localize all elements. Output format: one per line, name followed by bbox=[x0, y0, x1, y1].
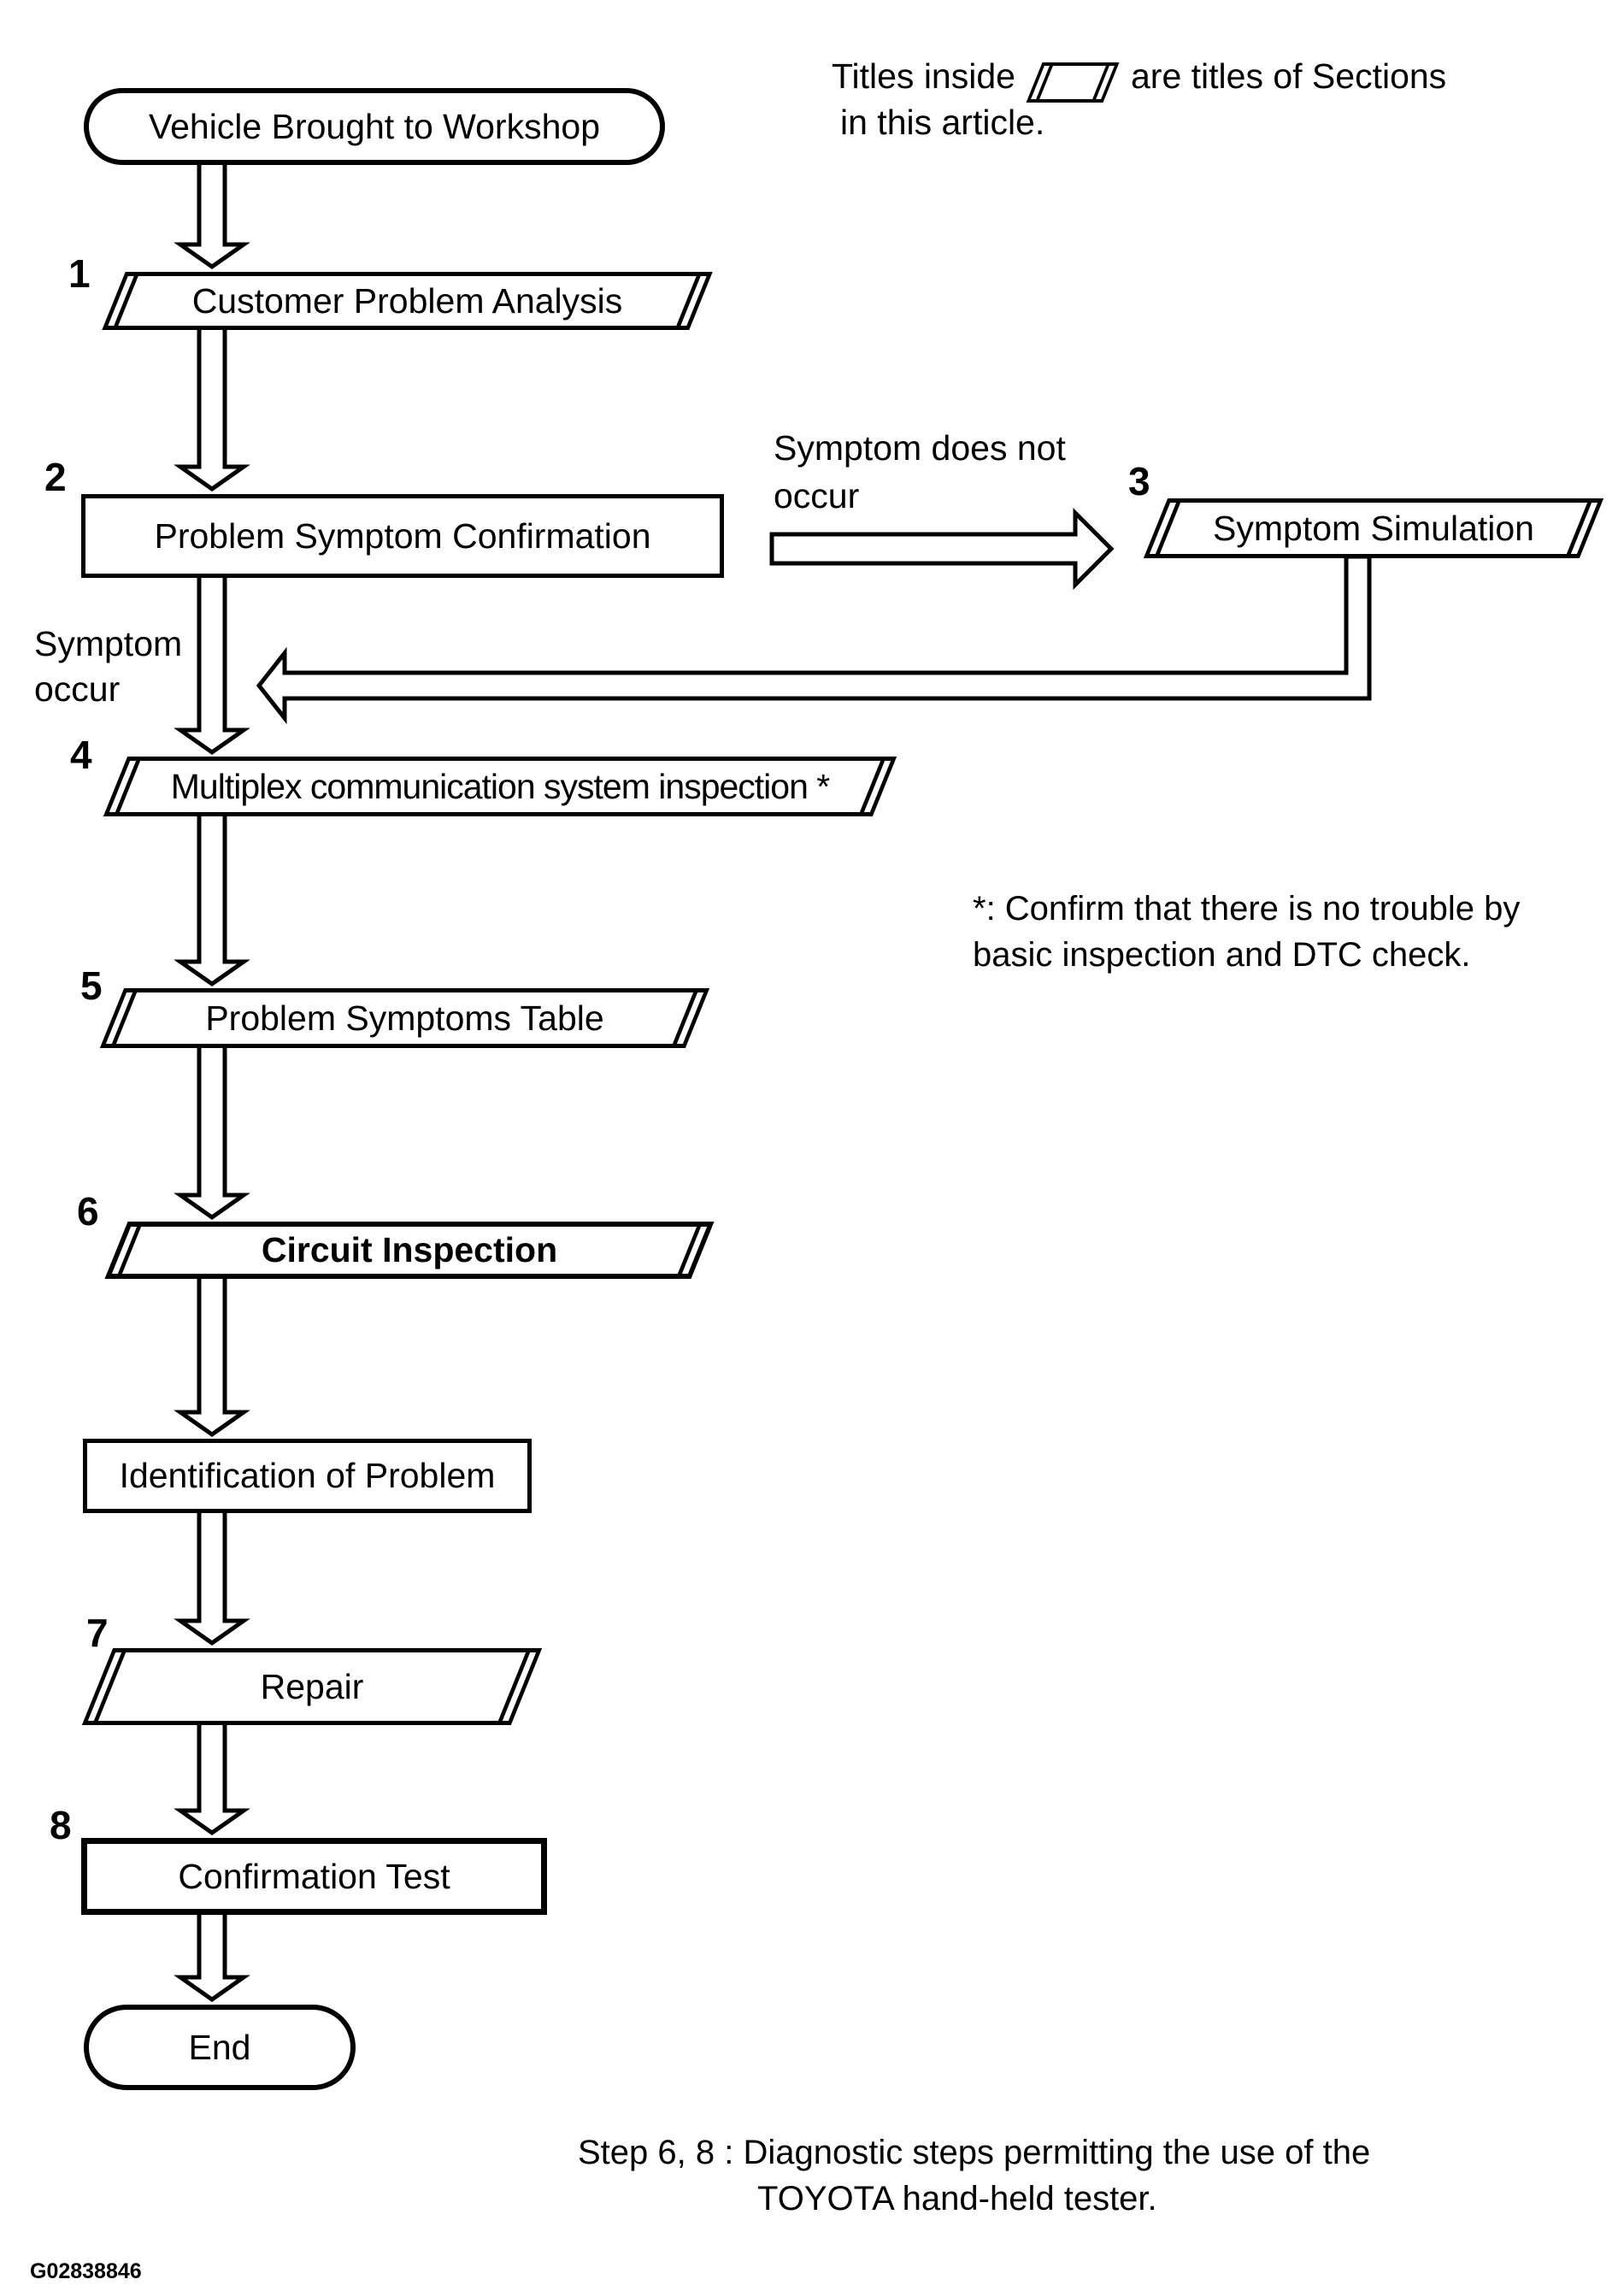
arrow-down-icon-7 bbox=[174, 1513, 250, 1646]
arrow-down-icon-9 bbox=[174, 1915, 250, 2003]
figure-caption-line2: TOYOTA hand-held tester. bbox=[757, 2180, 1157, 2217]
flow-node-identification-of-problem: Identification of Problem bbox=[83, 1439, 532, 1513]
arrow-right-symptom-not-occur-icon bbox=[769, 507, 1115, 591]
flow-node-start: Vehicle Brought to Workshop bbox=[84, 88, 665, 165]
step-number-8: 8 bbox=[50, 1803, 72, 1847]
flow-node-customer-problem-analysis: Customer Problem Analysis bbox=[102, 272, 713, 330]
arrow-down-icon-6 bbox=[174, 1279, 250, 1438]
flow-node-repair: Repair bbox=[81, 1648, 543, 1725]
arrow-down-icon-8 bbox=[174, 1725, 250, 1836]
flow-node-confirmation-test: Confirmation Test bbox=[81, 1838, 547, 1915]
flow-node-problem-symptoms-table: Problem Symptoms Table bbox=[99, 988, 710, 1048]
arrow-down-icon-1 bbox=[174, 165, 250, 270]
arrow-return-from-symptom-simulation-icon bbox=[256, 554, 1372, 725]
figure-code: G02838846 bbox=[30, 2259, 142, 2283]
flow-node-end: End bbox=[84, 2005, 356, 2090]
flow-node-label: Symptom Simulation bbox=[1213, 508, 1534, 548]
parallelogram-end-line bbox=[1092, 66, 1109, 99]
flow-node-circuit-inspection: Circuit Inspection bbox=[104, 1222, 715, 1279]
section-parallelogram-icon bbox=[1026, 62, 1120, 103]
flow-node-label: Repair bbox=[260, 1666, 364, 1706]
parallelogram-shape bbox=[1026, 62, 1120, 103]
step-number-3: 3 bbox=[1128, 459, 1150, 504]
flow-node-multiplex-communication-system-inspection: Multiplex communication system inspectio… bbox=[103, 757, 897, 816]
step-number-5: 5 bbox=[80, 963, 103, 1008]
figure-caption-line1: Step 6, 8 : Diagnostic steps permitting … bbox=[578, 2134, 1371, 2171]
arrow-down-icon-3 bbox=[174, 578, 250, 756]
legend-text-after: are titles of Sections bbox=[1131, 56, 1447, 96]
flow-node-problem-symptom-confirmation: Problem Symptom Confirmation bbox=[81, 494, 724, 578]
step-number-2: 2 bbox=[44, 455, 67, 499]
flow-node-label: End bbox=[188, 2027, 251, 2067]
legend-text-before: Titles inside bbox=[832, 56, 1015, 96]
flow-node-label: Customer Problem Analysis bbox=[191, 280, 623, 321]
flow-node-label: Multiplex communication system inspectio… bbox=[170, 766, 831, 806]
flow-node-label: Problem Symptoms Table bbox=[205, 998, 604, 1038]
flow-node-label: Problem Symptom Confirmation bbox=[154, 515, 651, 556]
footnote: *: Confirm that there is no trouble by b… bbox=[973, 890, 1521, 974]
step-number-1: 1 bbox=[68, 251, 91, 296]
parallelogram-end-line bbox=[1036, 66, 1053, 99]
step-number-4: 4 bbox=[70, 733, 92, 777]
edge-label-symptom-occur: Symptom occur bbox=[34, 624, 183, 709]
arrow-down-icon-2 bbox=[174, 330, 250, 492]
step-number-7: 7 bbox=[86, 1611, 109, 1655]
flow-node-label: Identification of Problem bbox=[119, 1456, 496, 1495]
flow-node-symptom-simulation: Symptom Simulation bbox=[1143, 498, 1604, 558]
arrow-down-icon-5 bbox=[174, 1048, 250, 1221]
step-number-6: 6 bbox=[77, 1189, 99, 1234]
flow-node-label: Confirmation Test bbox=[178, 1856, 450, 1896]
edge-label-symptom-does-not-occur: Symptom does not occur bbox=[774, 428, 1066, 515]
legend-line2: in this article. bbox=[840, 103, 1045, 142]
arrow-down-icon-4 bbox=[174, 816, 250, 987]
flow-node-label: Circuit Inspection bbox=[261, 1230, 558, 1269]
flow-node-label: Vehicle Brought to Workshop bbox=[149, 106, 600, 146]
